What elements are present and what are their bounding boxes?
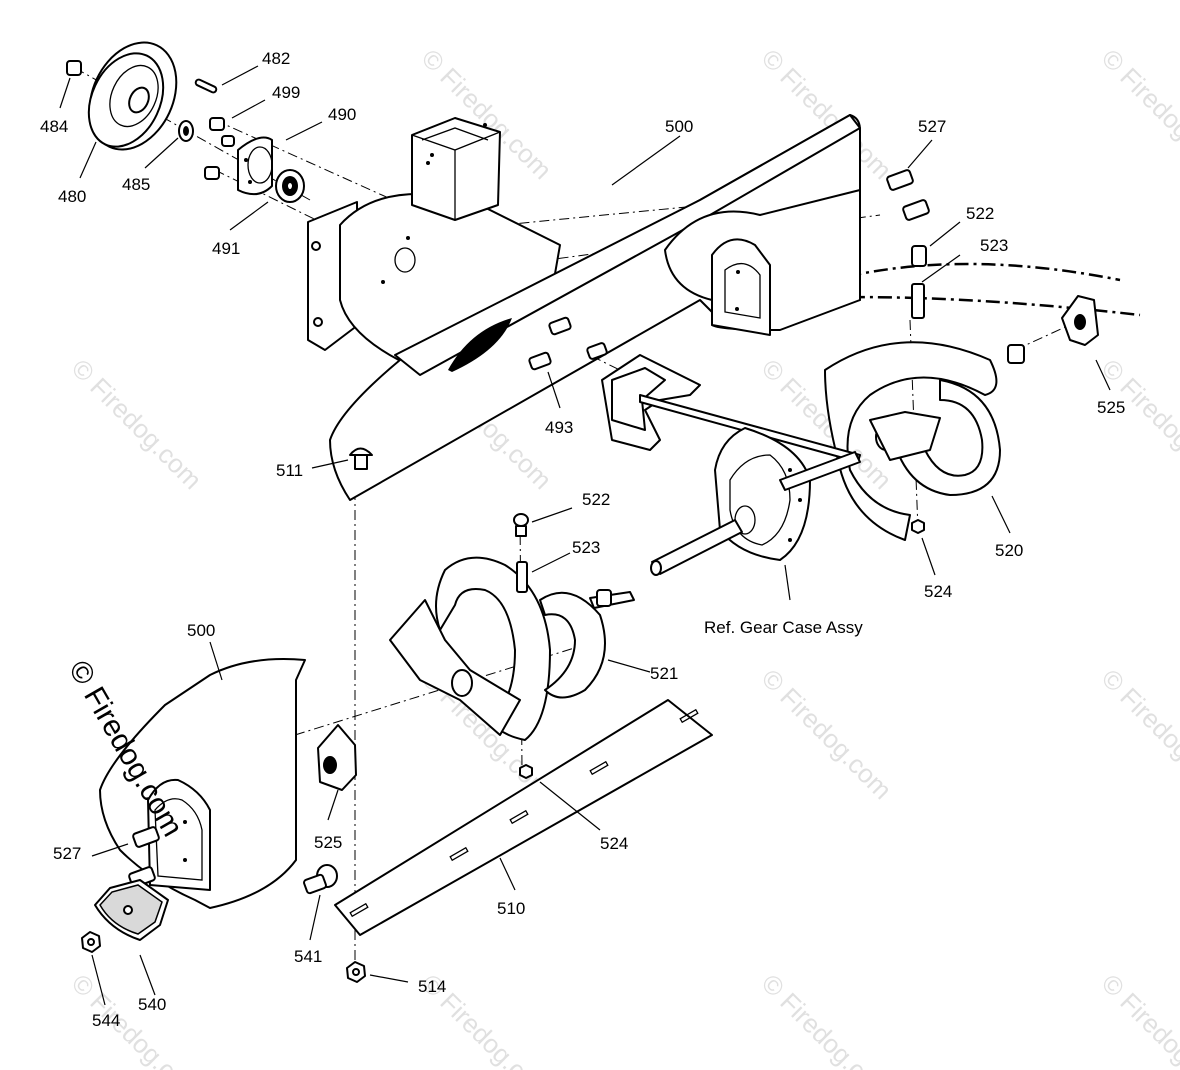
callout-544: 544 <box>92 1011 120 1030</box>
callout-493: 493 <box>545 418 573 437</box>
callout-484: 484 <box>40 117 68 136</box>
pulley-480 <box>87 41 178 151</box>
carriage-bolt-511 <box>349 447 373 470</box>
callout-522-mid: 522 <box>582 490 610 509</box>
callout-524-right: 524 <box>924 582 952 601</box>
watermark: © Firedog.com <box>756 663 898 805</box>
callout-527-left: 527 <box>53 844 81 863</box>
bearing-491 <box>275 169 305 203</box>
nut-524-right <box>911 519 925 534</box>
spacer-523-mid <box>516 561 528 593</box>
auger-housing-500-left <box>99 658 306 909</box>
callout-499: 499 <box>272 83 300 102</box>
callout-527-top: 527 <box>918 117 946 136</box>
auger-520 <box>824 341 1025 541</box>
bearing-plate-525-left <box>317 724 357 791</box>
shave-plate-510 <box>334 699 713 936</box>
washer-485 <box>178 120 194 142</box>
reference-label: Ref. Gear Case Assy <box>704 618 863 637</box>
spacer-523-top <box>911 283 925 319</box>
watermark: © Firedog.com <box>756 968 898 1070</box>
callout-524-mid: 524 <box>600 834 628 853</box>
nut-544 <box>81 931 101 953</box>
callout-500-left: 500 <box>187 621 215 640</box>
watermark: © Firedog.com <box>66 968 208 1070</box>
skid-shoe-540 <box>94 879 169 941</box>
auger-housing-500-top <box>307 114 861 501</box>
callout-521: 521 <box>650 664 678 683</box>
auger-521 <box>389 556 635 741</box>
bolts-493 <box>528 316 608 371</box>
callout-491: 491 <box>212 239 240 258</box>
callout-523-top: 523 <box>980 236 1008 255</box>
callout-522-top: 522 <box>966 204 994 223</box>
carriage-bolt-541 <box>303 864 338 895</box>
callout-482: 482 <box>262 49 290 68</box>
callout-485: 485 <box>122 175 150 194</box>
gear-case <box>601 354 861 576</box>
watermark: © Firedog.com <box>1096 353 1180 495</box>
callouts: 482 499 490 484 480 485 491 500 527 522 … <box>40 49 1125 1030</box>
bolts-527-left <box>128 826 160 888</box>
bolt-522-top <box>911 245 927 267</box>
callout-525-left: 525 <box>314 833 342 852</box>
bolt-484 <box>66 60 82 76</box>
bolt-499 <box>204 117 235 180</box>
watermark: © Firedog.com <box>1096 663 1180 805</box>
callout-525-right: 525 <box>1097 398 1125 417</box>
callout-500-top: 500 <box>665 117 693 136</box>
watermark: © Firedog.com <box>1096 968 1180 1070</box>
callout-520: 520 <box>995 541 1023 560</box>
callout-514: 514 <box>418 977 446 996</box>
callout-511: 511 <box>276 461 303 480</box>
nut-514 <box>346 961 366 983</box>
bolts-527-top <box>886 169 930 221</box>
bearing-plate-525-right <box>1061 295 1099 346</box>
bearing-flange-490 <box>237 136 273 196</box>
callout-523-mid: 523 <box>572 538 600 557</box>
callout-541: 541 <box>294 947 322 966</box>
callout-540: 540 <box>138 995 166 1014</box>
callout-510: 510 <box>497 899 525 918</box>
leader-lines <box>59 65 1111 1006</box>
watermark: © Firedog.com <box>66 353 208 495</box>
pin-482 <box>194 78 218 94</box>
bolt-522-mid <box>513 513 529 537</box>
nut-524-mid <box>519 764 533 779</box>
callout-480: 480 <box>58 187 86 206</box>
callout-490: 490 <box>328 105 356 124</box>
watermark: © Firedog.com <box>1096 43 1180 185</box>
